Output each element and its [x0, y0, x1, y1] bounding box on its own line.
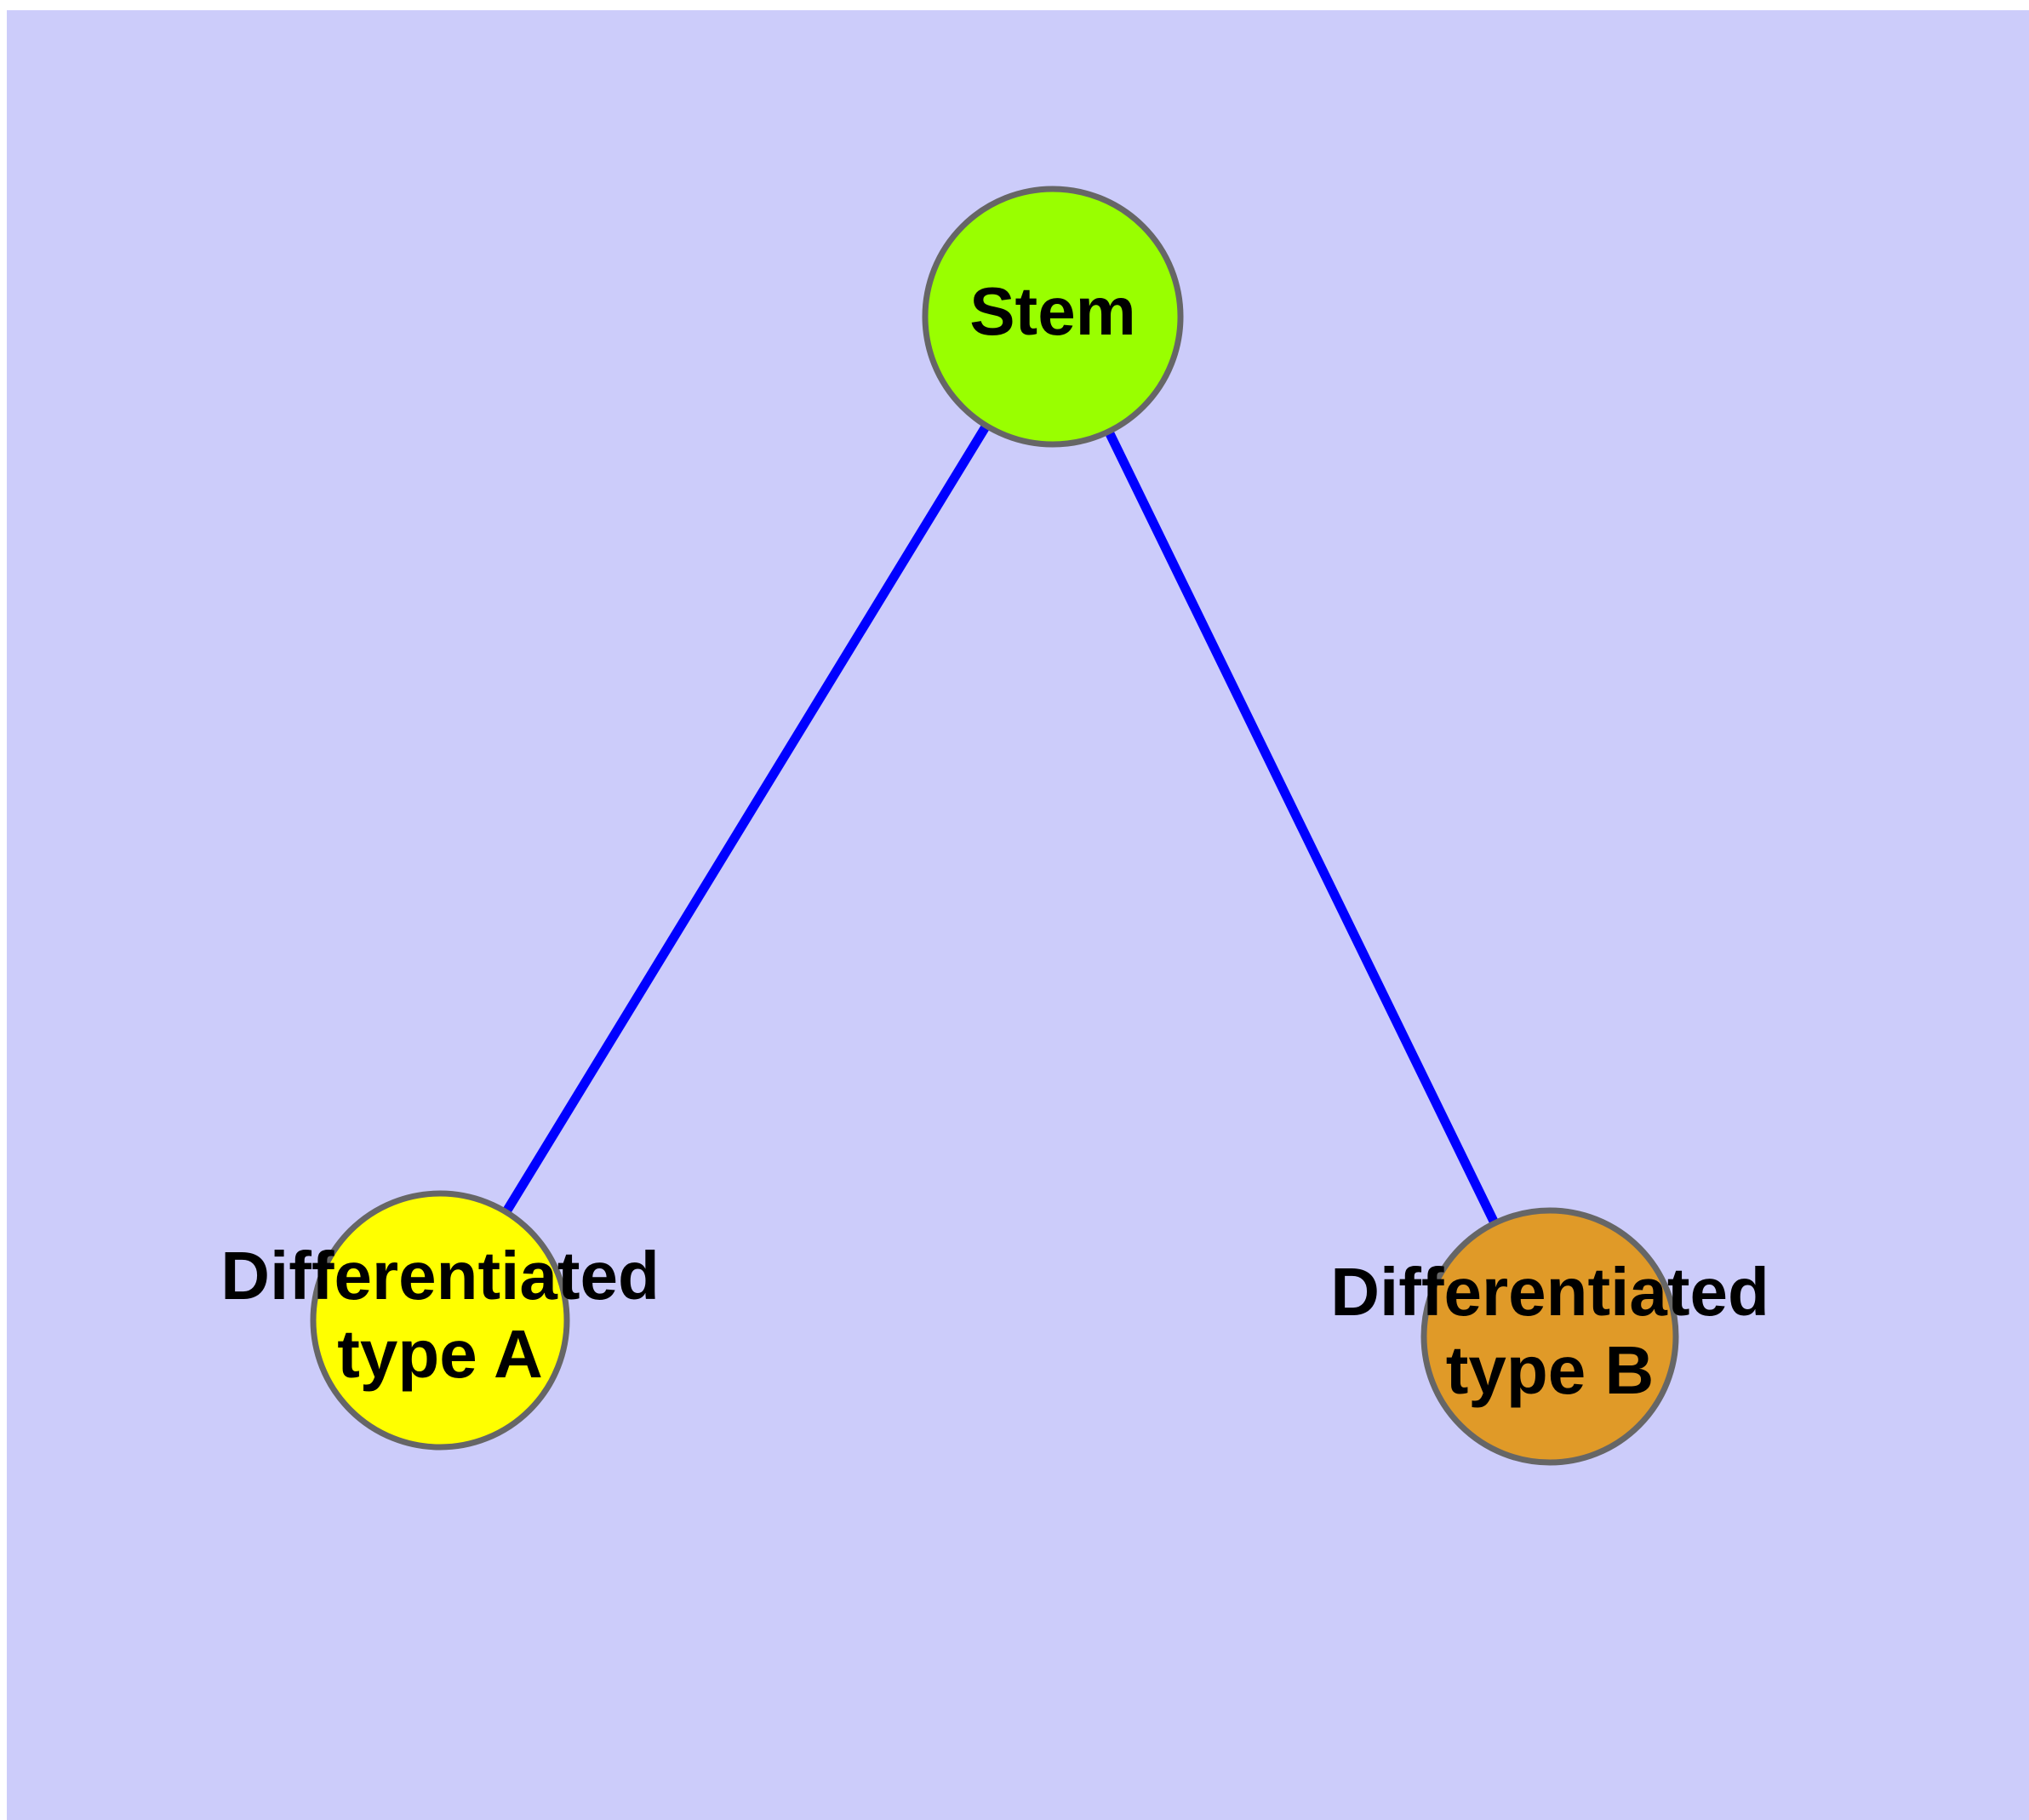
- nodes-layer: [310, 186, 1679, 1466]
- label-line: type A: [337, 1316, 543, 1392]
- node-stem-circle[interactable]: [922, 186, 1184, 448]
- label-line: Differentiated: [1330, 1254, 1769, 1330]
- node-stem-label: Stem: [969, 273, 1136, 349]
- edges-layer: [500, 420, 1500, 1228]
- node-stem[interactable]: [922, 186, 1184, 448]
- edge-stem-to-differentiated-type-b[interactable]: [1103, 426, 1500, 1228]
- node-differentiated-type-a[interactable]: [310, 1190, 570, 1451]
- label-line: Stem: [969, 273, 1136, 349]
- label-line: type B: [1446, 1332, 1655, 1408]
- edge-stem-to-differentiated-type-a[interactable]: [500, 420, 992, 1216]
- node-differentiated-type-b-circle[interactable]: [1420, 1207, 1679, 1466]
- node-differentiated-type-b[interactable]: [1420, 1207, 1679, 1466]
- label-line: Differentiated: [220, 1238, 660, 1313]
- node-differentiated-type-a-circle[interactable]: [310, 1190, 570, 1451]
